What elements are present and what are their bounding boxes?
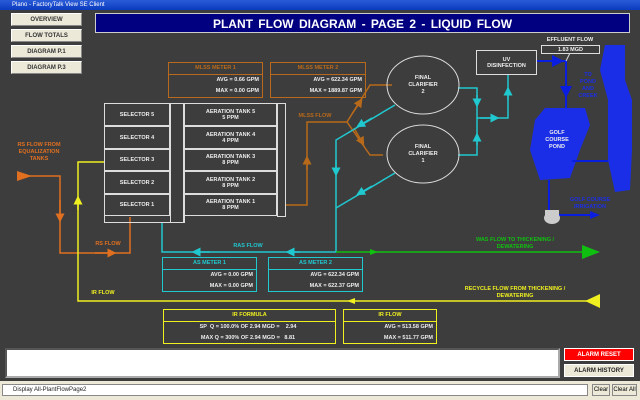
meter-max: MAX = 511.77 GPM <box>383 335 433 341</box>
alarm-history-button[interactable]: ALARM HISTORY <box>564 364 634 377</box>
mlss-flow-line <box>286 84 392 206</box>
clear-all-button[interactable]: Clear All <box>612 384 637 396</box>
ir-flow-meter: IR FLOW AVG = 513.58 GPM MAX = 511.77 GP… <box>343 309 437 344</box>
as-meter-2: AS METER 2 AVG = 622.34 GPM MAX = 622.37… <box>268 257 363 292</box>
rs-flow-line <box>20 175 131 254</box>
overview-button[interactable]: OVERVIEW <box>11 13 82 26</box>
as-meter-1: AS METER 1 AVG = 0.00 GPM MAX = 0.00 GPM <box>162 257 257 292</box>
meter-avg: AVG = 622.34 GPM <box>310 272 359 278</box>
rs-flow-label: RS FLOW <box>95 241 121 247</box>
meter-avg: AVG = 622.34 GPM <box>313 77 362 83</box>
meter-max: MAX = 1889.87 GPM <box>309 88 362 94</box>
tank-ppm: 4 PPM <box>222 137 239 144</box>
diagnostics-list[interactable]: Display All-PlantFlowPage2 <box>2 384 588 396</box>
meter-title: IR FORMULA <box>164 310 335 322</box>
to-pond-label: TO POND AND CREEK <box>578 72 598 99</box>
selectors: SELECTOR 5 SELECTOR 4 SELECTOR 3 SELECTO… <box>104 103 170 216</box>
tank-ppm: 5 PPM <box>222 114 239 121</box>
ir-flow-line <box>77 161 590 302</box>
meter-max: MAX = 0.00 GPM <box>215 88 259 94</box>
page-title: PLANT FLOW DIAGRAM - PAGE 2 - LIQUID FLO… <box>95 13 630 33</box>
ir-flow-label: IR FLOW <box>91 290 115 296</box>
text: CLARIFIER <box>408 82 438 88</box>
meter-title: AS METER 2 <box>269 258 362 270</box>
diagram-p3-button[interactable]: DIAGRAM P.3 <box>11 61 82 74</box>
meter-avg: AVG = 0.66 GPM <box>216 77 259 83</box>
tank-ppm: 8 PPM <box>222 205 239 211</box>
meter-max: MAX = 622.37 GPM <box>309 283 359 289</box>
mlss-flow-label: MLSS FLOW <box>298 113 332 119</box>
was-flow-label: WAS FLOW TO THICKENING / DEWATERING <box>475 237 555 250</box>
golf-pond-label: GOLF COURSE POND <box>545 130 569 150</box>
tank-ppm: 8 PPM <box>222 182 239 189</box>
text: FINAL <box>414 144 432 150</box>
final-clarifier-2 <box>386 55 460 115</box>
text: UV <box>502 56 511 63</box>
creek <box>600 45 632 192</box>
mlss-meter-1: MLSS METER 1 AVG = 0.66 GPM MAX = 0.00 G… <box>168 62 263 98</box>
text: 2 <box>421 89 425 95</box>
selector-5[interactable]: SELECTOR 5 <box>104 103 170 126</box>
text: 1 <box>421 158 425 164</box>
tank-channel <box>277 103 286 217</box>
ir-sp: SP Q = 100.0% OF 2.94 MGD = 2.94 <box>199 324 297 330</box>
effluent-flow-label: EFFLUENT FLOW <box>546 37 594 43</box>
meter-avg: AVG = 0.00 GPM <box>210 272 253 278</box>
diagram-p1-button[interactable]: DIAGRAM P.1 <box>11 45 82 58</box>
ras-flow-label: RAS FLOW <box>233 243 263 249</box>
ir-formula: IR FORMULA SP Q = 100.0% OF 2.94 MGD = 2… <box>163 309 336 344</box>
meter-title: IR FLOW <box>344 310 436 322</box>
window-title: Plano - FactoryTalk View SE Client <box>0 0 640 10</box>
selector-2[interactable]: SELECTOR 2 <box>104 171 170 194</box>
text: DISINFECTION <box>487 62 526 69</box>
recycle-flow-label: RECYCLE FLOW FROM THICKENING / DEWATERIN… <box>464 286 566 299</box>
selector-channel <box>170 103 184 223</box>
tank-name: AERATION TANK 5 <box>205 108 256 115</box>
flow-totals-button[interactable]: FLOW TOTALS <box>11 29 82 42</box>
alarm-reset-button[interactable]: ALARM RESET <box>564 348 634 361</box>
irrigation-label: GOLF COURSE IRRIGATION <box>569 197 611 210</box>
text: CLARIFIER <box>408 151 438 157</box>
clear-button[interactable]: Clear <box>592 384 610 396</box>
meter-max: MAX = 0.00 GPM <box>209 283 253 289</box>
tank-name: AERATION TANK 2 <box>205 176 256 183</box>
meter-title: AS METER 1 <box>163 258 256 270</box>
final-clarifier-1 <box>386 124 460 184</box>
meter-title: MLSS METER 1 <box>169 63 262 75</box>
rs-from-label: RS FLOW FROM EQUALIZATION TANKS <box>17 142 61 162</box>
alarm-banner[interactable] <box>5 348 560 378</box>
meter-title: MLSS METER 2 <box>271 63 365 75</box>
text: FINAL <box>414 75 432 81</box>
tank-ppm: 8 PPM <box>222 160 239 166</box>
selector-1[interactable]: SELECTOR 1 <box>104 194 170 216</box>
mlss-meter-2: MLSS METER 2 AVG = 622.34 GPM MAX = 1889… <box>270 62 366 98</box>
tank-name: AERATION TANK 3 <box>205 154 256 160</box>
meter-avg: AVG = 513.58 GPM <box>384 324 433 330</box>
tank-name: AERATION TANK 1 <box>205 199 256 205</box>
selector-3[interactable]: SELECTOR 3 <box>104 149 170 171</box>
effluent-flow-value: 1.83 MGD <box>541 45 600 54</box>
ir-max: MAX Q = 300% OF 2.94 MGD = 8.81 <box>200 335 296 341</box>
tank-name: AERATION TANK 4 <box>205 131 256 138</box>
selector-4[interactable]: SELECTOR 4 <box>104 126 170 149</box>
